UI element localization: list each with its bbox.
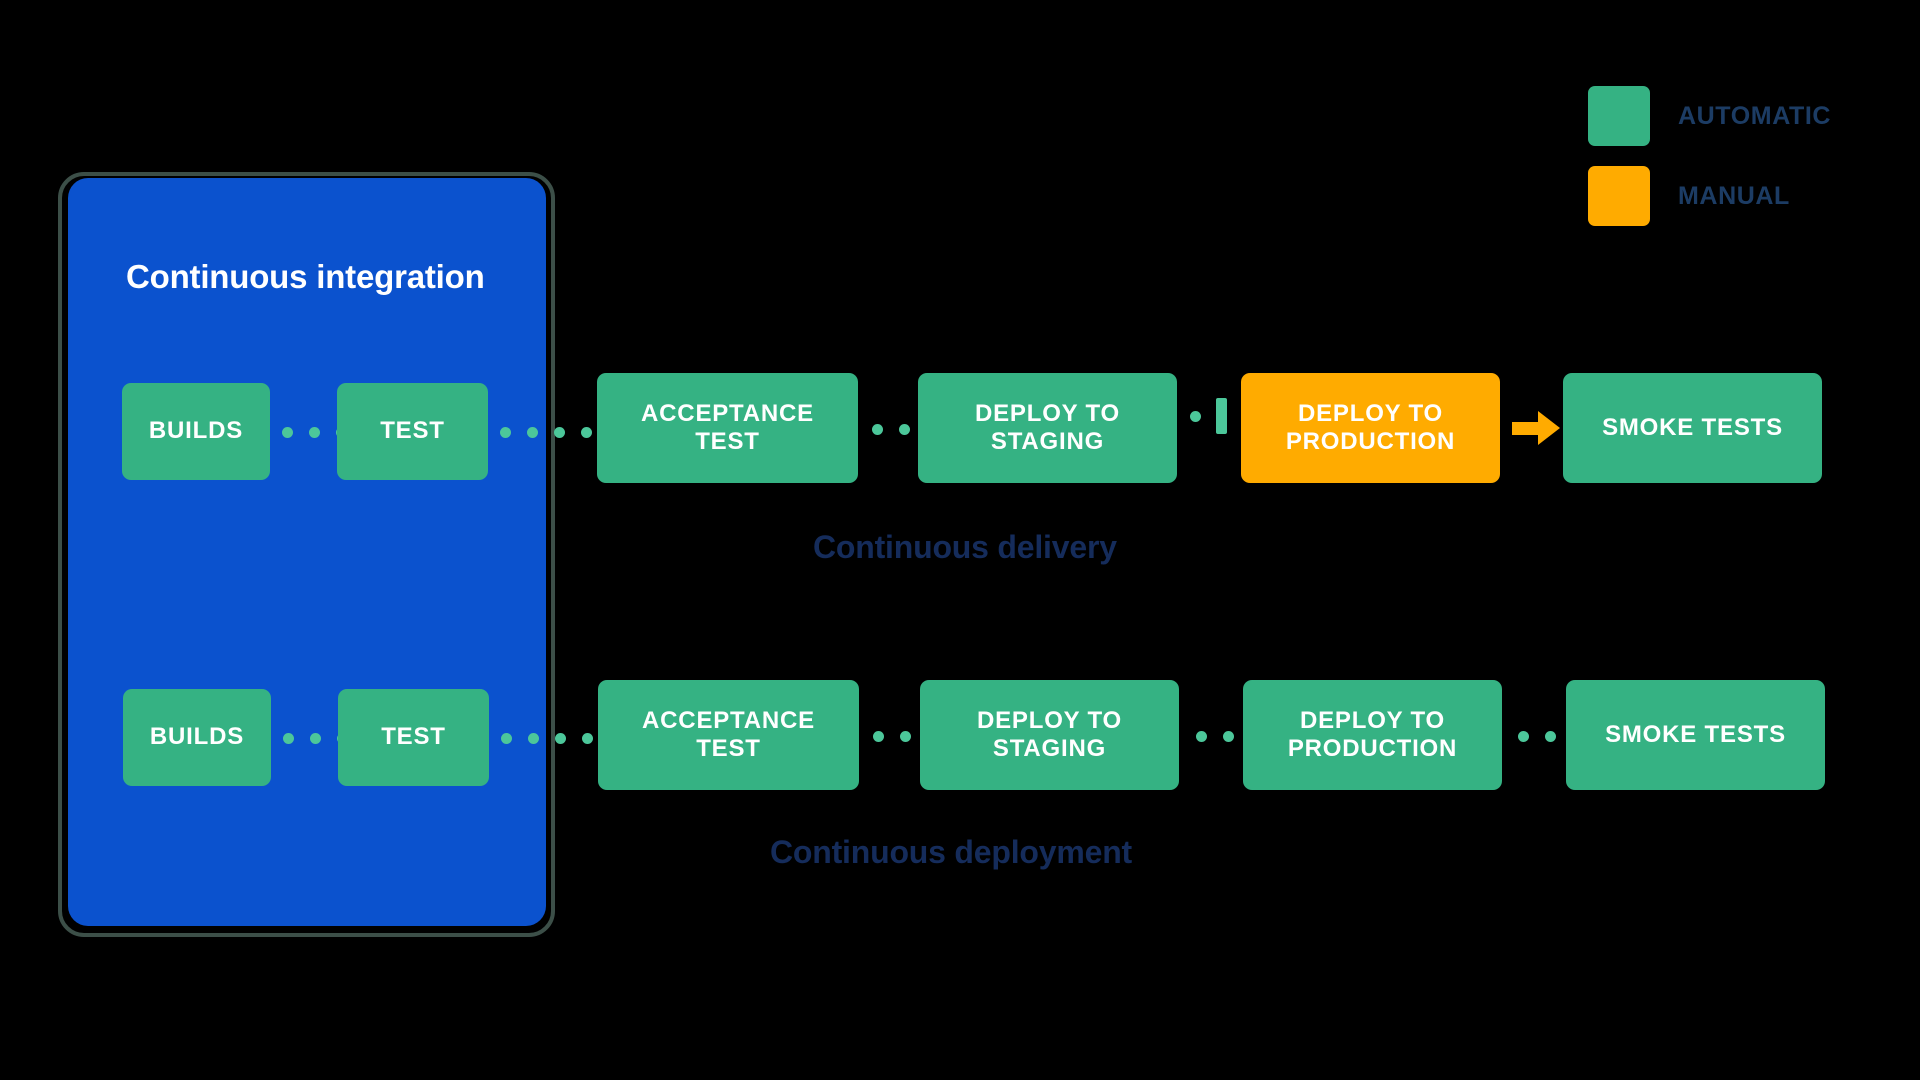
legend-label-manual: MANUAL: [1678, 181, 1790, 210]
node-label-line2: PRODUCTION: [1287, 735, 1458, 762]
node-label: SMOKE TESTS: [1602, 413, 1783, 441]
node-label: TEST: [380, 417, 445, 445]
node-label: TEST: [381, 723, 446, 751]
node-acceptance-test-row2[interactable]: ACCEPTANCE TEST: [598, 680, 859, 790]
node-label: SMOKE TESTS: [1605, 720, 1786, 748]
node-label-line1: DEPLOY TO: [974, 399, 1120, 427]
connector-dot: [501, 732, 512, 744]
legend: AUTOMATIC MANUAL: [1588, 86, 1908, 246]
node-deploy-to-production-row2[interactable]: DEPLOY TO PRODUCTION: [1243, 680, 1502, 790]
connector-dot: [1190, 410, 1201, 422]
connector-dot: [1223, 730, 1234, 742]
node-deploy-to-staging-row1[interactable]: DEPLOY TO STAGING: [918, 373, 1177, 483]
ci-container-outline: [58, 172, 555, 937]
node-label: BUILDS: [149, 723, 245, 751]
node-label-line2: STAGING: [990, 428, 1105, 455]
connector-staging-production-row1-interrupted: [1190, 398, 1227, 434]
node-test-row2[interactable]: TEST: [338, 689, 489, 786]
manual-trigger-arrow-icon: [1512, 411, 1560, 445]
node-label-line1: ACCEPTANCE: [642, 706, 815, 734]
green-square-icon: [1588, 86, 1650, 146]
ci-container: [68, 178, 546, 926]
connector-dot: [309, 426, 320, 438]
node-acceptance-test-row1[interactable]: ACCEPTANCE TEST: [597, 373, 858, 483]
node-label-line2: PRODUCTION: [1285, 428, 1456, 455]
arrow-head: [1538, 411, 1560, 445]
connector-dot: [873, 730, 884, 742]
node-smoke-tests-row2[interactable]: SMOKE TESTS: [1566, 680, 1825, 790]
caption-continuous-delivery: Continuous delivery: [813, 529, 1117, 565]
connector-dot: [500, 426, 511, 438]
connector-dot: [310, 732, 321, 744]
node-test-row1[interactable]: TEST: [337, 383, 488, 480]
connector-dot: [1545, 730, 1556, 742]
orange-square-icon: [1588, 166, 1650, 226]
node-label-line1: ACCEPTANCE: [641, 399, 814, 427]
legend-item-automatic: AUTOMATIC: [1588, 86, 1908, 146]
node-label-line2: STAGING: [992, 735, 1107, 762]
legend-item-manual: MANUAL: [1588, 166, 1908, 226]
connector-dot: [282, 426, 293, 438]
node-label-line1: DEPLOY TO: [1297, 399, 1443, 427]
node-builds-row1[interactable]: BUILDS: [122, 383, 270, 480]
connector-dot: [527, 426, 538, 438]
arrow-shaft: [1512, 421, 1538, 435]
ci-title: Continuous integration: [126, 258, 485, 295]
connector-dot: [581, 426, 592, 438]
connector-dot: [554, 426, 565, 438]
connector-dot: [872, 423, 883, 435]
connector-dot: [899, 423, 910, 435]
node-deploy-to-production-row1[interactable]: DEPLOY TO PRODUCTION: [1241, 373, 1500, 483]
node-label-line1: DEPLOY TO: [976, 706, 1122, 734]
connector-stop-bar: [1216, 398, 1227, 434]
connector-dot: [555, 732, 566, 744]
node-builds-row2[interactable]: BUILDS: [123, 689, 271, 786]
legend-label-automatic: AUTOMATIC: [1678, 101, 1832, 130]
connector-dot: [1196, 730, 1207, 742]
connector-dot: [582, 732, 593, 744]
connector-dot: [528, 732, 539, 744]
connector-dot: [1518, 730, 1529, 742]
node-smoke-tests-row1[interactable]: SMOKE TESTS: [1563, 373, 1822, 483]
node-label-line2: TEST: [696, 735, 761, 762]
node-deploy-to-staging-row2[interactable]: DEPLOY TO STAGING: [920, 680, 1179, 790]
node-label-line1: DEPLOY TO: [1299, 706, 1445, 734]
connector-dot: [900, 730, 911, 742]
node-label: BUILDS: [148, 417, 244, 445]
caption-continuous-deployment: Continuous deployment: [770, 834, 1133, 870]
connector-dot: [283, 732, 294, 744]
node-label-line2: TEST: [695, 428, 760, 455]
